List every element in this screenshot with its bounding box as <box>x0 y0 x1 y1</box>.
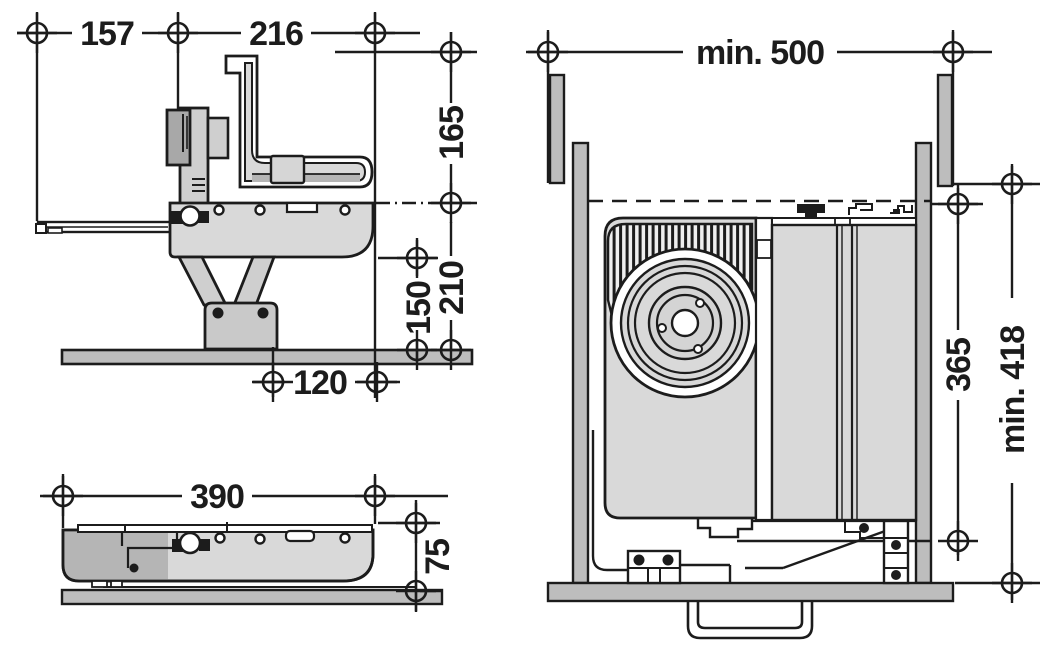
body-dark-section <box>64 531 168 580</box>
dim-min-418: min. 418 <box>994 326 1032 454</box>
counter-surface-folded <box>60 588 444 606</box>
support-legs <box>176 255 279 351</box>
cabinet-wall-right-outer <box>936 73 954 188</box>
cabinet-base <box>546 581 955 603</box>
dim-210: 210 <box>433 261 471 315</box>
hinge-pivot <box>179 205 201 227</box>
dims-side-folded: 390 75 <box>40 474 457 613</box>
carriage-table <box>224 54 374 189</box>
dim-120: 120 <box>293 364 347 402</box>
front-view-installed: min. 500 365 min. 418 <box>526 30 1040 640</box>
cabinet-wall-left-inner <box>571 141 590 585</box>
dim-390: 390 <box>190 478 244 516</box>
drawer-handle <box>686 601 814 640</box>
clamp-knob <box>797 204 825 213</box>
tray-unfolded <box>35 220 174 234</box>
main-body-unfolded <box>168 201 375 259</box>
dim-365: 365 <box>940 338 978 392</box>
folded-table-front <box>770 217 918 522</box>
cabinet-wall-left-outer <box>548 73 566 185</box>
dim-150: 150 <box>400 281 438 335</box>
table-edge-shadow <box>252 174 360 182</box>
dim-75: 75 <box>419 539 457 575</box>
mounting-hook-left <box>848 203 873 215</box>
dims-front-installed: min. 500 365 min. 418 <box>526 30 1040 605</box>
side-view-unfolded: 157 216 165 210 150 <box>15 11 477 404</box>
food-pusher <box>269 154 306 185</box>
dim-157: 157 <box>80 15 134 53</box>
housing-foot <box>696 518 754 539</box>
mounting-mechanism <box>591 430 930 585</box>
side-view-folded: 390 75 <box>40 474 457 613</box>
dim-216: 216 <box>249 15 303 53</box>
dim-165: 165 <box>433 106 471 160</box>
cabinet-wall-right-inner <box>914 141 933 585</box>
tray-folded-plate <box>77 524 373 533</box>
dim-min-500: min. 500 <box>696 34 824 72</box>
blade-housing <box>609 247 761 399</box>
dims-side-unfolded: 157 216 165 210 150 <box>15 11 477 404</box>
support-column <box>165 106 230 207</box>
column-bracket <box>206 116 230 160</box>
hinge-lock-right <box>198 211 209 223</box>
main-body-folded <box>61 522 375 588</box>
machine-front <box>603 203 918 539</box>
latch-slot <box>285 201 319 214</box>
housing-seam <box>754 216 774 522</box>
